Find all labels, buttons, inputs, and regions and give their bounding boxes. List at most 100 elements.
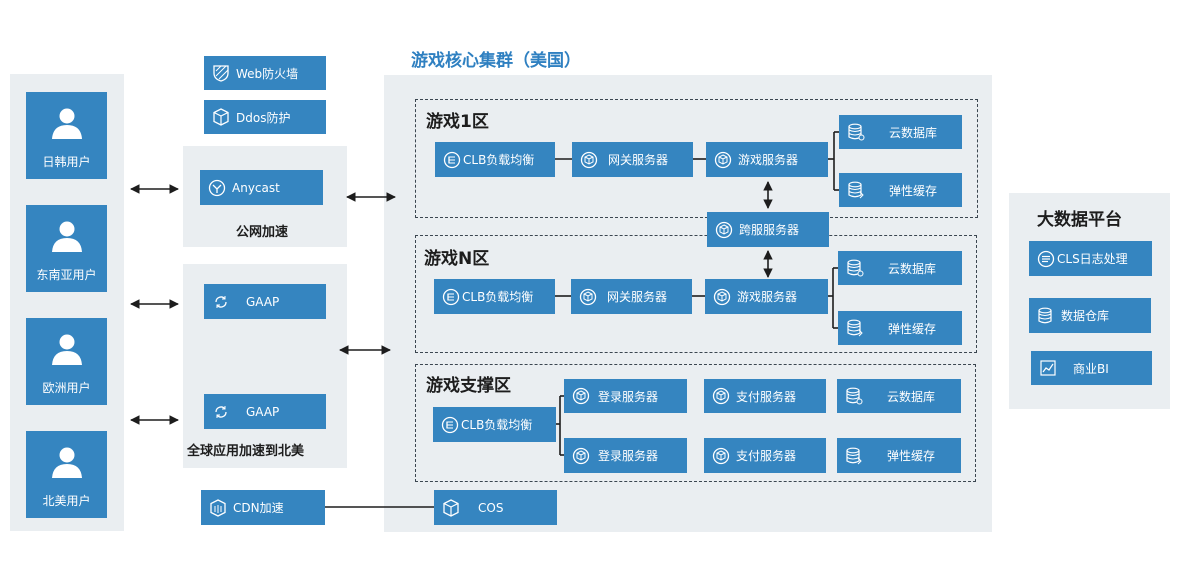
analytics-icon — [1039, 359, 1057, 377]
gaap-label-2: GAAP — [246, 404, 280, 419]
load-balancer-icon — [441, 416, 459, 434]
user-north-america: 北美用户 — [26, 431, 107, 518]
zone-n-title: 游戏N区 — [424, 249, 490, 269]
zone1-gateway-box: 网关服务器 — [572, 142, 693, 177]
load-balancer-icon — [442, 288, 460, 306]
ddos-label: Ddos防护 — [236, 110, 291, 125]
accelerate-icon — [212, 403, 230, 421]
cos-box: COS — [434, 490, 557, 525]
cache-database-icon — [846, 319, 864, 337]
user-icon — [51, 106, 83, 140]
zonen-gateway-label: 网关服务器 — [607, 290, 668, 304]
warehouse-label: 数据仓库 — [1061, 309, 1110, 323]
zone-n-area — [415, 235, 977, 353]
login-server-label-1: 登录服务器 — [598, 389, 659, 404]
user-icon — [51, 445, 83, 479]
zone1-cache-label: 弹性缓存 — [889, 183, 938, 198]
data-warehouse-icon — [1037, 307, 1055, 325]
zonen-gateway-box: 网关服务器 — [571, 279, 692, 314]
gaap-box-1: GAAP — [204, 284, 326, 319]
login-server-box-1: 登录服务器 — [564, 379, 687, 413]
user-japan-korea: 日韩用户 — [26, 92, 107, 179]
support-zone-area — [415, 364, 976, 482]
zone1-gateway-label: 网关服务器 — [608, 153, 669, 167]
server-cube-icon — [713, 288, 731, 306]
cos-label: COS — [478, 500, 504, 515]
cdn-label: CDN加速 — [233, 501, 284, 515]
zone1-clb-label: CLB负载均衡 — [463, 153, 535, 167]
pay-server-label-2: 支付服务器 — [736, 449, 797, 463]
load-balancer-icon — [443, 151, 461, 169]
cache-database-icon — [845, 447, 863, 465]
server-cube-icon — [712, 387, 730, 405]
bi-box: 商业BI — [1031, 351, 1152, 385]
server-cube-icon — [580, 151, 598, 169]
zone1-db-label: 云数据库 — [889, 125, 938, 140]
gaap-label-1: GAAP — [246, 294, 280, 309]
support-cache-box: 弹性缓存 — [837, 438, 961, 473]
public-accel-caption: 公网加速 — [236, 225, 289, 240]
support-zone-title: 游戏支撑区 — [426, 376, 511, 396]
network-icon — [208, 179, 226, 197]
warehouse-box: 数据仓库 — [1029, 298, 1151, 333]
zone1-db-box: 云数据库 — [839, 115, 962, 149]
zonen-db-box: 云数据库 — [838, 251, 962, 285]
ddos-box: Ddos防护 — [204, 100, 326, 134]
user-europe: 欧洲用户 — [26, 318, 107, 405]
global-accel-caption: 全球应用加速到北美 — [187, 444, 305, 459]
zone1-cache-box: 弹性缓存 — [839, 173, 962, 207]
server-cube-icon — [579, 288, 597, 306]
user-southeast-asia: 东南亚用户 — [26, 205, 107, 292]
login-server-box-2: 登录服务器 — [564, 438, 687, 473]
user-label: 北美用户 — [42, 494, 91, 508]
database-icon — [847, 123, 865, 141]
server-cube-icon — [572, 447, 590, 465]
server-cube-icon — [712, 447, 730, 465]
anycast-label: Anycast — [232, 180, 280, 195]
support-db-box: 云数据库 — [837, 379, 961, 413]
zonen-cache-box: 弹性缓存 — [838, 311, 962, 345]
zonen-game-box: 游戏服务器 — [705, 279, 828, 314]
waf-label: Web防火墙 — [236, 66, 299, 81]
cls-label: CLS日志处理 — [1057, 252, 1128, 266]
zone1-game-label: 游戏服务器 — [738, 153, 799, 167]
cross-server-label: 跨服服务器 — [739, 223, 800, 237]
server-cube-icon — [714, 151, 732, 169]
zonen-db-label: 云数据库 — [888, 261, 937, 276]
server-cube-icon — [715, 221, 733, 239]
shield-icon — [212, 64, 230, 82]
cache-database-icon — [847, 181, 865, 199]
cls-box: CLS日志处理 — [1029, 241, 1152, 276]
zonen-game-label: 游戏服务器 — [737, 290, 798, 304]
accelerate-icon — [212, 293, 230, 311]
bigdata-title: 大数据平台 — [1037, 210, 1122, 230]
user-icon — [51, 332, 83, 366]
zonen-clb-label: CLB负载均衡 — [462, 290, 534, 304]
zone1-clb-box: CLB负载均衡 — [435, 142, 555, 177]
cdn-icon — [209, 498, 227, 517]
pay-server-box-2: 支付服务器 — [704, 438, 826, 473]
user-icon — [51, 219, 83, 253]
bi-label: 商业BI — [1073, 361, 1109, 376]
zone-1-title: 游戏1区 — [426, 112, 489, 132]
pay-server-label-1: 支付服务器 — [736, 389, 797, 404]
user-label: 东南亚用户 — [36, 268, 97, 282]
zonen-cache-label: 弹性缓存 — [888, 321, 937, 336]
waf-box: Web防火墙 — [204, 56, 326, 90]
support-clb-label: CLB负载均衡 — [461, 418, 533, 432]
log-icon — [1037, 250, 1055, 268]
cube-shield-icon — [212, 108, 230, 126]
support-cache-label: 弹性缓存 — [887, 449, 936, 463]
cdn-box: CDN加速 — [201, 490, 325, 525]
database-icon — [845, 387, 863, 405]
zone1-game-box: 游戏服务器 — [706, 142, 828, 177]
user-label: 日韩用户 — [42, 155, 91, 169]
anycast-box: Anycast — [200, 170, 323, 205]
zonen-clb-box: CLB负载均衡 — [434, 279, 555, 314]
user-label: 欧洲用户 — [42, 381, 91, 395]
login-server-label-2: 登录服务器 — [598, 449, 659, 463]
storage-cube-icon — [442, 498, 460, 517]
support-db-label: 云数据库 — [887, 389, 936, 404]
database-icon — [846, 259, 864, 277]
